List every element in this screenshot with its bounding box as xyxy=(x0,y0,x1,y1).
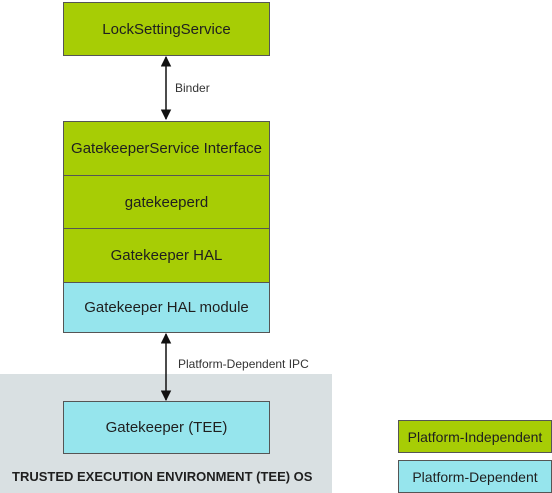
gatekeeper-tee-box: Gatekeeper (TEE) xyxy=(63,401,270,454)
legend-platform-independent: Platform-Independent xyxy=(398,420,552,453)
gatekeeper-hal-box: Gatekeeper HAL xyxy=(63,228,270,283)
gatekeeper-hal-module-box: Gatekeeper HAL module xyxy=(63,282,270,333)
platform-dependent-ipc-label: Platform-Dependent IPC xyxy=(178,357,309,371)
binder-label: Binder xyxy=(175,81,210,95)
legend-platform-dependent: Platform-Dependent xyxy=(398,460,552,493)
gatekeeper-service-interface-box: GatekeeperService Interface xyxy=(63,121,270,176)
lock-setting-service-box: LockSettingService xyxy=(63,2,270,56)
tee-region-label: TRUSTED EXECUTION ENVIRONMENT (TEE) OS xyxy=(12,469,313,484)
gatekeeperd-box: gatekeeperd xyxy=(63,175,270,229)
